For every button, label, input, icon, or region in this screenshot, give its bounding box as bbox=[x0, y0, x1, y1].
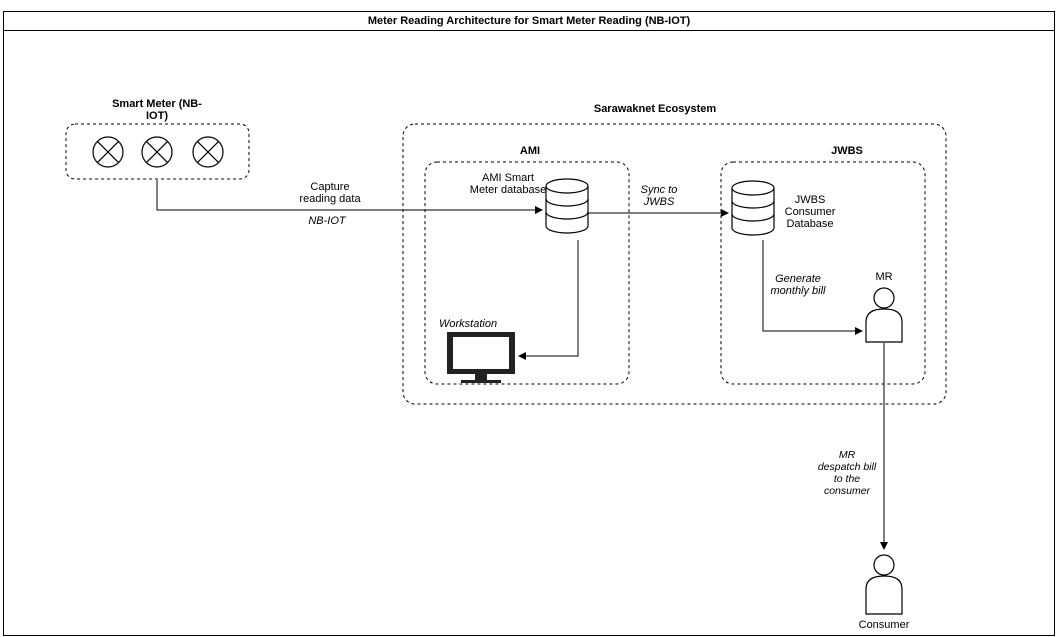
outer-frame bbox=[3, 11, 1055, 636]
despatch-line2: despatch bill bbox=[817, 461, 877, 473]
capture-reading-line2: reading data bbox=[299, 193, 361, 205]
despatch-bill-label: MR despatch bill to the consumer bbox=[818, 449, 876, 497]
capture-reading-line1: Capture bbox=[310, 181, 350, 193]
nbiot-label: NB-IOT bbox=[308, 215, 346, 227]
page-title: Meter Reading Architecture for Smart Met… bbox=[367, 15, 691, 27]
mr-label: MR bbox=[875, 271, 893, 283]
smart-meter-label: Smart Meter (NB- IOT) bbox=[112, 98, 202, 122]
despatch-line1: MR bbox=[838, 449, 856, 461]
ami-database-icon bbox=[545, 178, 589, 234]
meter-x-circle-icon bbox=[192, 136, 224, 168]
ami-database-label: AMI Smart Meter database bbox=[470, 172, 546, 196]
ami-container bbox=[424, 161, 630, 385]
jwbs-database-label-line1: JWBS bbox=[794, 194, 826, 206]
jwbs-database-label-line3: Database bbox=[786, 218, 834, 230]
ecosystem-container bbox=[402, 123, 947, 405]
despatch-line4: consumer bbox=[823, 485, 871, 497]
edge-db-to-workstation bbox=[518, 240, 579, 360]
jwbs-database-label: JWBS Consumer Database bbox=[785, 194, 836, 230]
despatch-line3: to the bbox=[833, 473, 861, 485]
ami-database-label-line1: AMI Smart bbox=[482, 172, 534, 184]
consumer-person-icon bbox=[865, 554, 903, 615]
jwbs-label: JWBS bbox=[831, 145, 863, 157]
sync-label-line1: Sync to bbox=[640, 184, 678, 196]
smart-meter-label-line1: Smart Meter (NB- bbox=[112, 98, 202, 110]
meter-x-circle-icon bbox=[92, 136, 124, 168]
jwbs-database-label-line2: Consumer bbox=[784, 206, 836, 218]
generate-bill-line2: monthly bill bbox=[770, 285, 826, 297]
ecosystem-label: Sarawaknet Ecosystem bbox=[593, 103, 717, 115]
meter-x-circle-icon bbox=[141, 136, 173, 168]
ami-database-label-line2: Meter database bbox=[469, 184, 547, 196]
smart-meter-label-line2: IOT) bbox=[145, 110, 168, 122]
capture-reading-label: Capture reading data bbox=[299, 181, 360, 205]
jwbs-container bbox=[720, 161, 926, 385]
edge-capture-reading bbox=[156, 180, 543, 214]
sync-to-jwbs-label: Sync to JWBS bbox=[641, 184, 678, 208]
workstation-label: Workstation bbox=[439, 318, 498, 330]
sync-label-line2: JWBS bbox=[643, 196, 675, 208]
ami-label: AMI bbox=[519, 145, 541, 157]
smart-meter-container bbox=[65, 123, 250, 180]
jwbs-database-icon bbox=[731, 180, 775, 236]
generate-bill-label: Generate monthly bill bbox=[770, 273, 825, 297]
consumer-label: Consumer bbox=[858, 619, 910, 631]
generate-bill-line1: Generate bbox=[775, 273, 821, 285]
workstation-icon bbox=[447, 332, 515, 383]
edge-generate-bill bbox=[762, 240, 863, 335]
mr-person-icon bbox=[865, 287, 903, 343]
